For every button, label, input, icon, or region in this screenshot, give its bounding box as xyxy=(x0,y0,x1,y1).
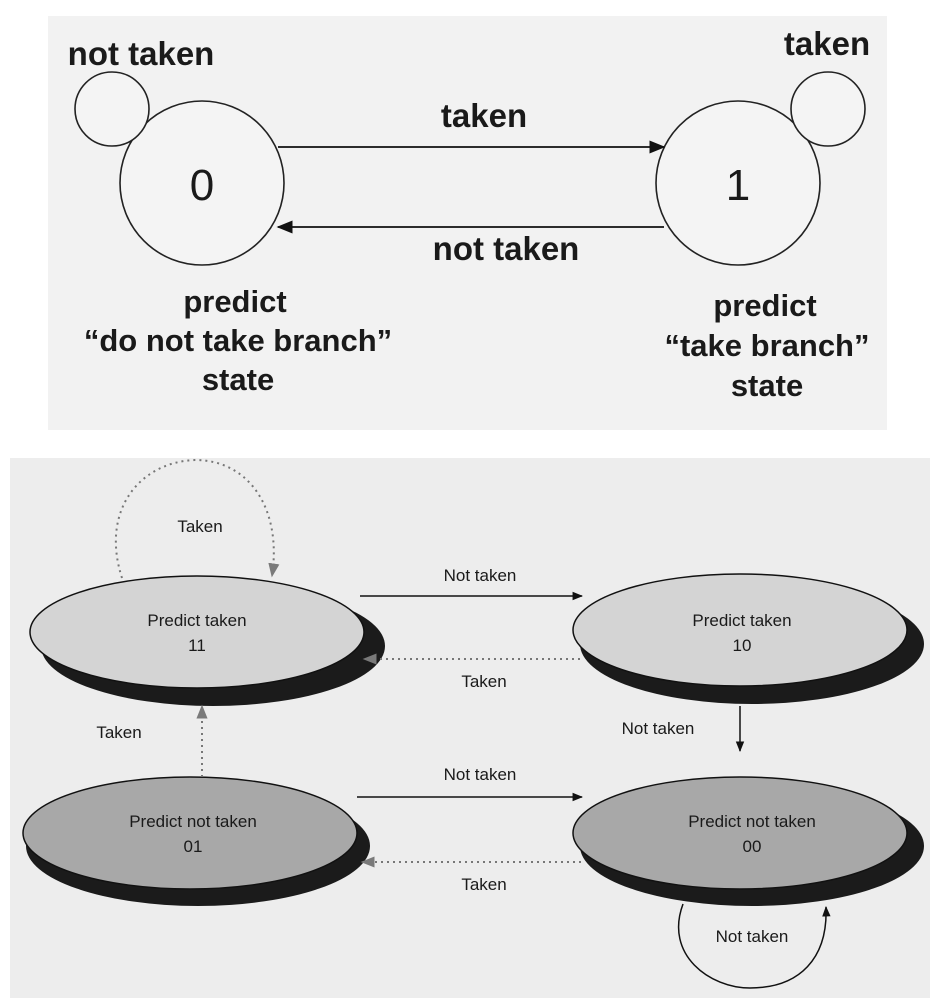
state-1-node: 1 xyxy=(655,100,821,266)
s11-self-loop-arrow xyxy=(114,458,280,579)
state-1-number: 1 xyxy=(726,161,750,210)
arrow-1-to-0-label: not taken xyxy=(433,230,580,267)
state-1-caption-line: state xyxy=(731,368,803,403)
state-1-circle xyxy=(655,100,821,266)
state-0-self-loop-label: not taken xyxy=(68,35,215,72)
state-11-code: 11 xyxy=(188,636,206,655)
state-0-caption-line: “do not take branch” xyxy=(84,323,392,358)
state-1-caption-line: “take branch” xyxy=(664,328,869,363)
arrow-0-to-1-label: taken xyxy=(441,97,527,134)
s10-to-s00-label: Not taken xyxy=(622,719,695,738)
state-01-ellipse xyxy=(22,776,358,890)
s01-to-s11-label: Taken xyxy=(96,723,141,742)
s10-to-s11-label: Taken xyxy=(461,672,506,691)
state-0-caption-line: predict xyxy=(183,284,286,319)
state-1-caption-line: predict xyxy=(713,288,816,323)
state-0-node: 0 xyxy=(119,100,285,266)
state-11-name: Predict taken xyxy=(147,611,246,630)
state-10-code: 10 xyxy=(733,636,752,655)
state-0-caption-line: state xyxy=(202,362,274,397)
state-01-name: Predict not taken xyxy=(129,812,257,831)
state-0-circle xyxy=(119,100,285,266)
s00-self-loop-label: Not taken xyxy=(716,927,789,946)
state-01-code: 01 xyxy=(184,837,203,856)
s11-self-loop-label: Taken xyxy=(177,517,222,536)
state-0-self-loop xyxy=(74,71,150,147)
state-0-number: 0 xyxy=(190,161,214,210)
state-10-ellipse xyxy=(572,573,908,687)
two-bit-predictor-panel xyxy=(10,458,930,998)
state-00-name: Predict not taken xyxy=(688,812,816,831)
state-1-self-loop xyxy=(790,71,866,147)
s00-self-loop-arrow xyxy=(677,903,831,989)
s00-to-s01-label: Taken xyxy=(461,875,506,894)
state-0-caption: predict “do not take branch” state xyxy=(84,284,392,397)
state-00-ellipse xyxy=(572,776,908,890)
state-10-name: Predict taken xyxy=(692,611,791,630)
s11-to-s10-label: Not taken xyxy=(444,566,517,585)
state-00-code: 00 xyxy=(743,837,762,856)
state-1-self-loop-label: taken xyxy=(784,25,870,62)
state-11-ellipse xyxy=(29,575,365,689)
s01-to-s00-label: Not taken xyxy=(444,765,517,784)
state-1-caption: predict “take branch” state xyxy=(664,288,869,403)
